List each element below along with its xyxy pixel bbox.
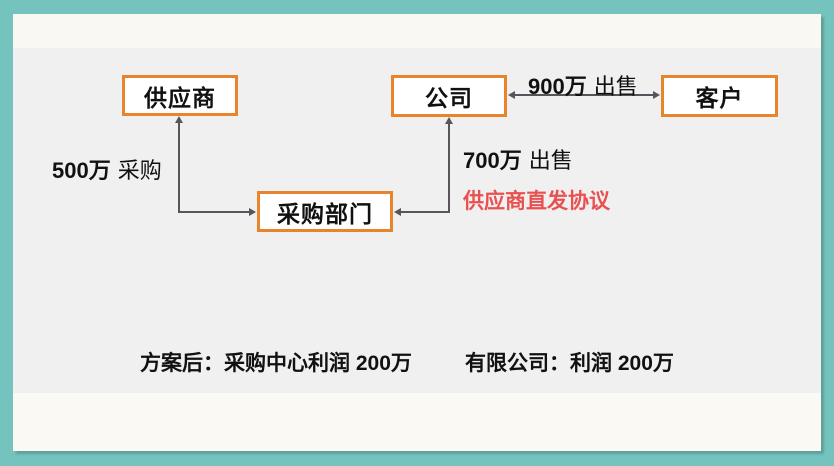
flow-label-sell-external: 900万出售 xyxy=(528,69,638,101)
node-supplier-label: 供应商 xyxy=(144,84,216,111)
arrowhead-right-procurement xyxy=(249,208,256,216)
connector-procurement-company xyxy=(396,120,450,213)
node-procurement-label: 采购部门 xyxy=(277,200,373,227)
node-company-label: 公司 xyxy=(425,85,473,111)
arrowhead-up-company xyxy=(445,117,453,124)
arrowhead-right-customer xyxy=(653,91,660,99)
node-supplier: 供应商 xyxy=(122,75,238,116)
purchase-amount: 500万 xyxy=(52,158,111,183)
arrowhead-left-procurement xyxy=(394,208,401,216)
card-top-strip xyxy=(13,14,821,48)
sell-external-action: 出售 xyxy=(593,74,638,99)
flow-label-sell-internal: 700万出售 xyxy=(463,143,573,175)
connector-supplier-procurement xyxy=(178,119,254,213)
sell-internal-action: 出售 xyxy=(528,148,573,173)
footer-procurement-profit: 方案后：采购中心利润 200万 xyxy=(140,352,412,375)
card-bottom-strip xyxy=(13,393,821,451)
node-company: 公司 xyxy=(391,75,507,117)
node-customer: 客户 xyxy=(661,75,778,117)
arrowhead-up-supplier xyxy=(175,116,183,123)
node-customer-label: 客户 xyxy=(695,85,744,111)
direct-shipment-note: 供应商直发协议 xyxy=(463,190,610,213)
flow-label-purchase: 500万采购 xyxy=(52,153,162,185)
sell-external-amount: 900万 xyxy=(528,74,587,99)
footer-company-profit: 有限公司：利润 200万 xyxy=(465,352,674,375)
purchase-action: 采购 xyxy=(117,158,162,183)
arrowhead-left-company xyxy=(508,91,515,99)
sell-internal-amount: 700万 xyxy=(463,148,522,173)
node-procurement: 采购部门 xyxy=(257,191,393,232)
